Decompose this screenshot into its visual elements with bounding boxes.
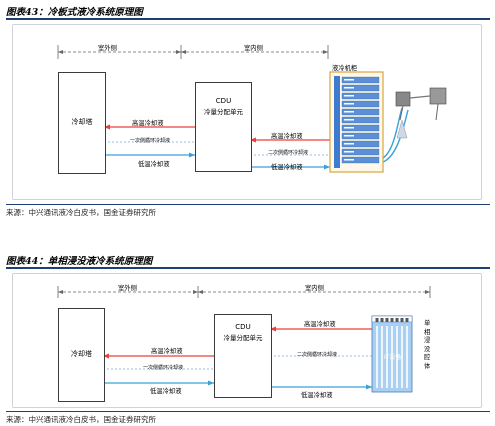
figure1-cold-left-label: 低温冷却液 [138,161,170,168]
figure1-cooling-tower-label: 冷却塔 [71,118,93,126]
figure2-title: 图表44：单相浸没液冷系统原理图 [6,256,153,267]
figure1-cold-right-label: 低温冷却液 [271,164,303,171]
figure2-tank-label: 单相浸没腔体 [424,320,431,370]
figure2-source-rule [6,411,490,412]
figure2-cdu-line2: 冷量分配单元 [223,334,263,342]
figure2-cdu-line1: CDU [235,323,251,331]
figure2-hot-right-label: 高温冷却液 [304,321,336,328]
figure2-title-rule [6,267,490,269]
figure2-cdu: CDU 冷量分配单元 [214,314,272,398]
figure2-indoor-label: 室内侧 [305,285,324,292]
figure1-cdu-line1: CDU [215,97,232,105]
figure2-secondary-loop-label: 二次侧循环冷却液 [297,352,338,358]
figure1-title-rule [6,18,490,20]
figure1-cdu-line2: 冷量分配单元 [204,108,243,116]
figure2-cooling-tower: 冷却塔 [58,308,105,402]
figure1-source-rule [6,204,490,205]
figure2-primary-loop-label: 一次侧循环冷却液 [143,365,184,371]
figure1-cooling-tower: 冷却塔 [58,72,106,174]
figure2-source: 来源：中兴通讯液冷白皮书，国金证券研究所 [6,415,156,424]
figure1-cabinet-label: 液冷机柜 [332,65,358,72]
figure1-hot-right-label: 高温冷却液 [271,133,303,140]
figure2-cold-left-label: 低温冷却液 [150,388,182,395]
figure2-hot-left-label: 高温冷却液 [151,348,183,355]
figure1-primary-loop-label: 一次侧循环冷却液 [130,138,171,144]
figure1-outdoor-label: 室外侧 [98,45,117,52]
figure2-it-device: IT设备 [384,354,402,361]
figure2-cold-right-label: 低温冷却液 [301,392,333,399]
figure2-cooling-tower-label: 冷却塔 [71,350,92,358]
figure1-hot-left-label: 高温冷却液 [132,120,164,127]
figure1-cdu: CDU 冷量分配单元 [195,82,252,172]
figure1-secondary-loop-label: 二次侧循环冷却液 [268,150,309,156]
figure1-source: 来源：中兴通讯液冷白皮书，国金证券研究所 [6,208,156,217]
figure1-title: 图表43：冷板式液冷系统原理图 [6,7,143,18]
figure1-indoor-label: 室内侧 [244,45,263,52]
figure2-outdoor-label: 室外侧 [118,285,137,292]
